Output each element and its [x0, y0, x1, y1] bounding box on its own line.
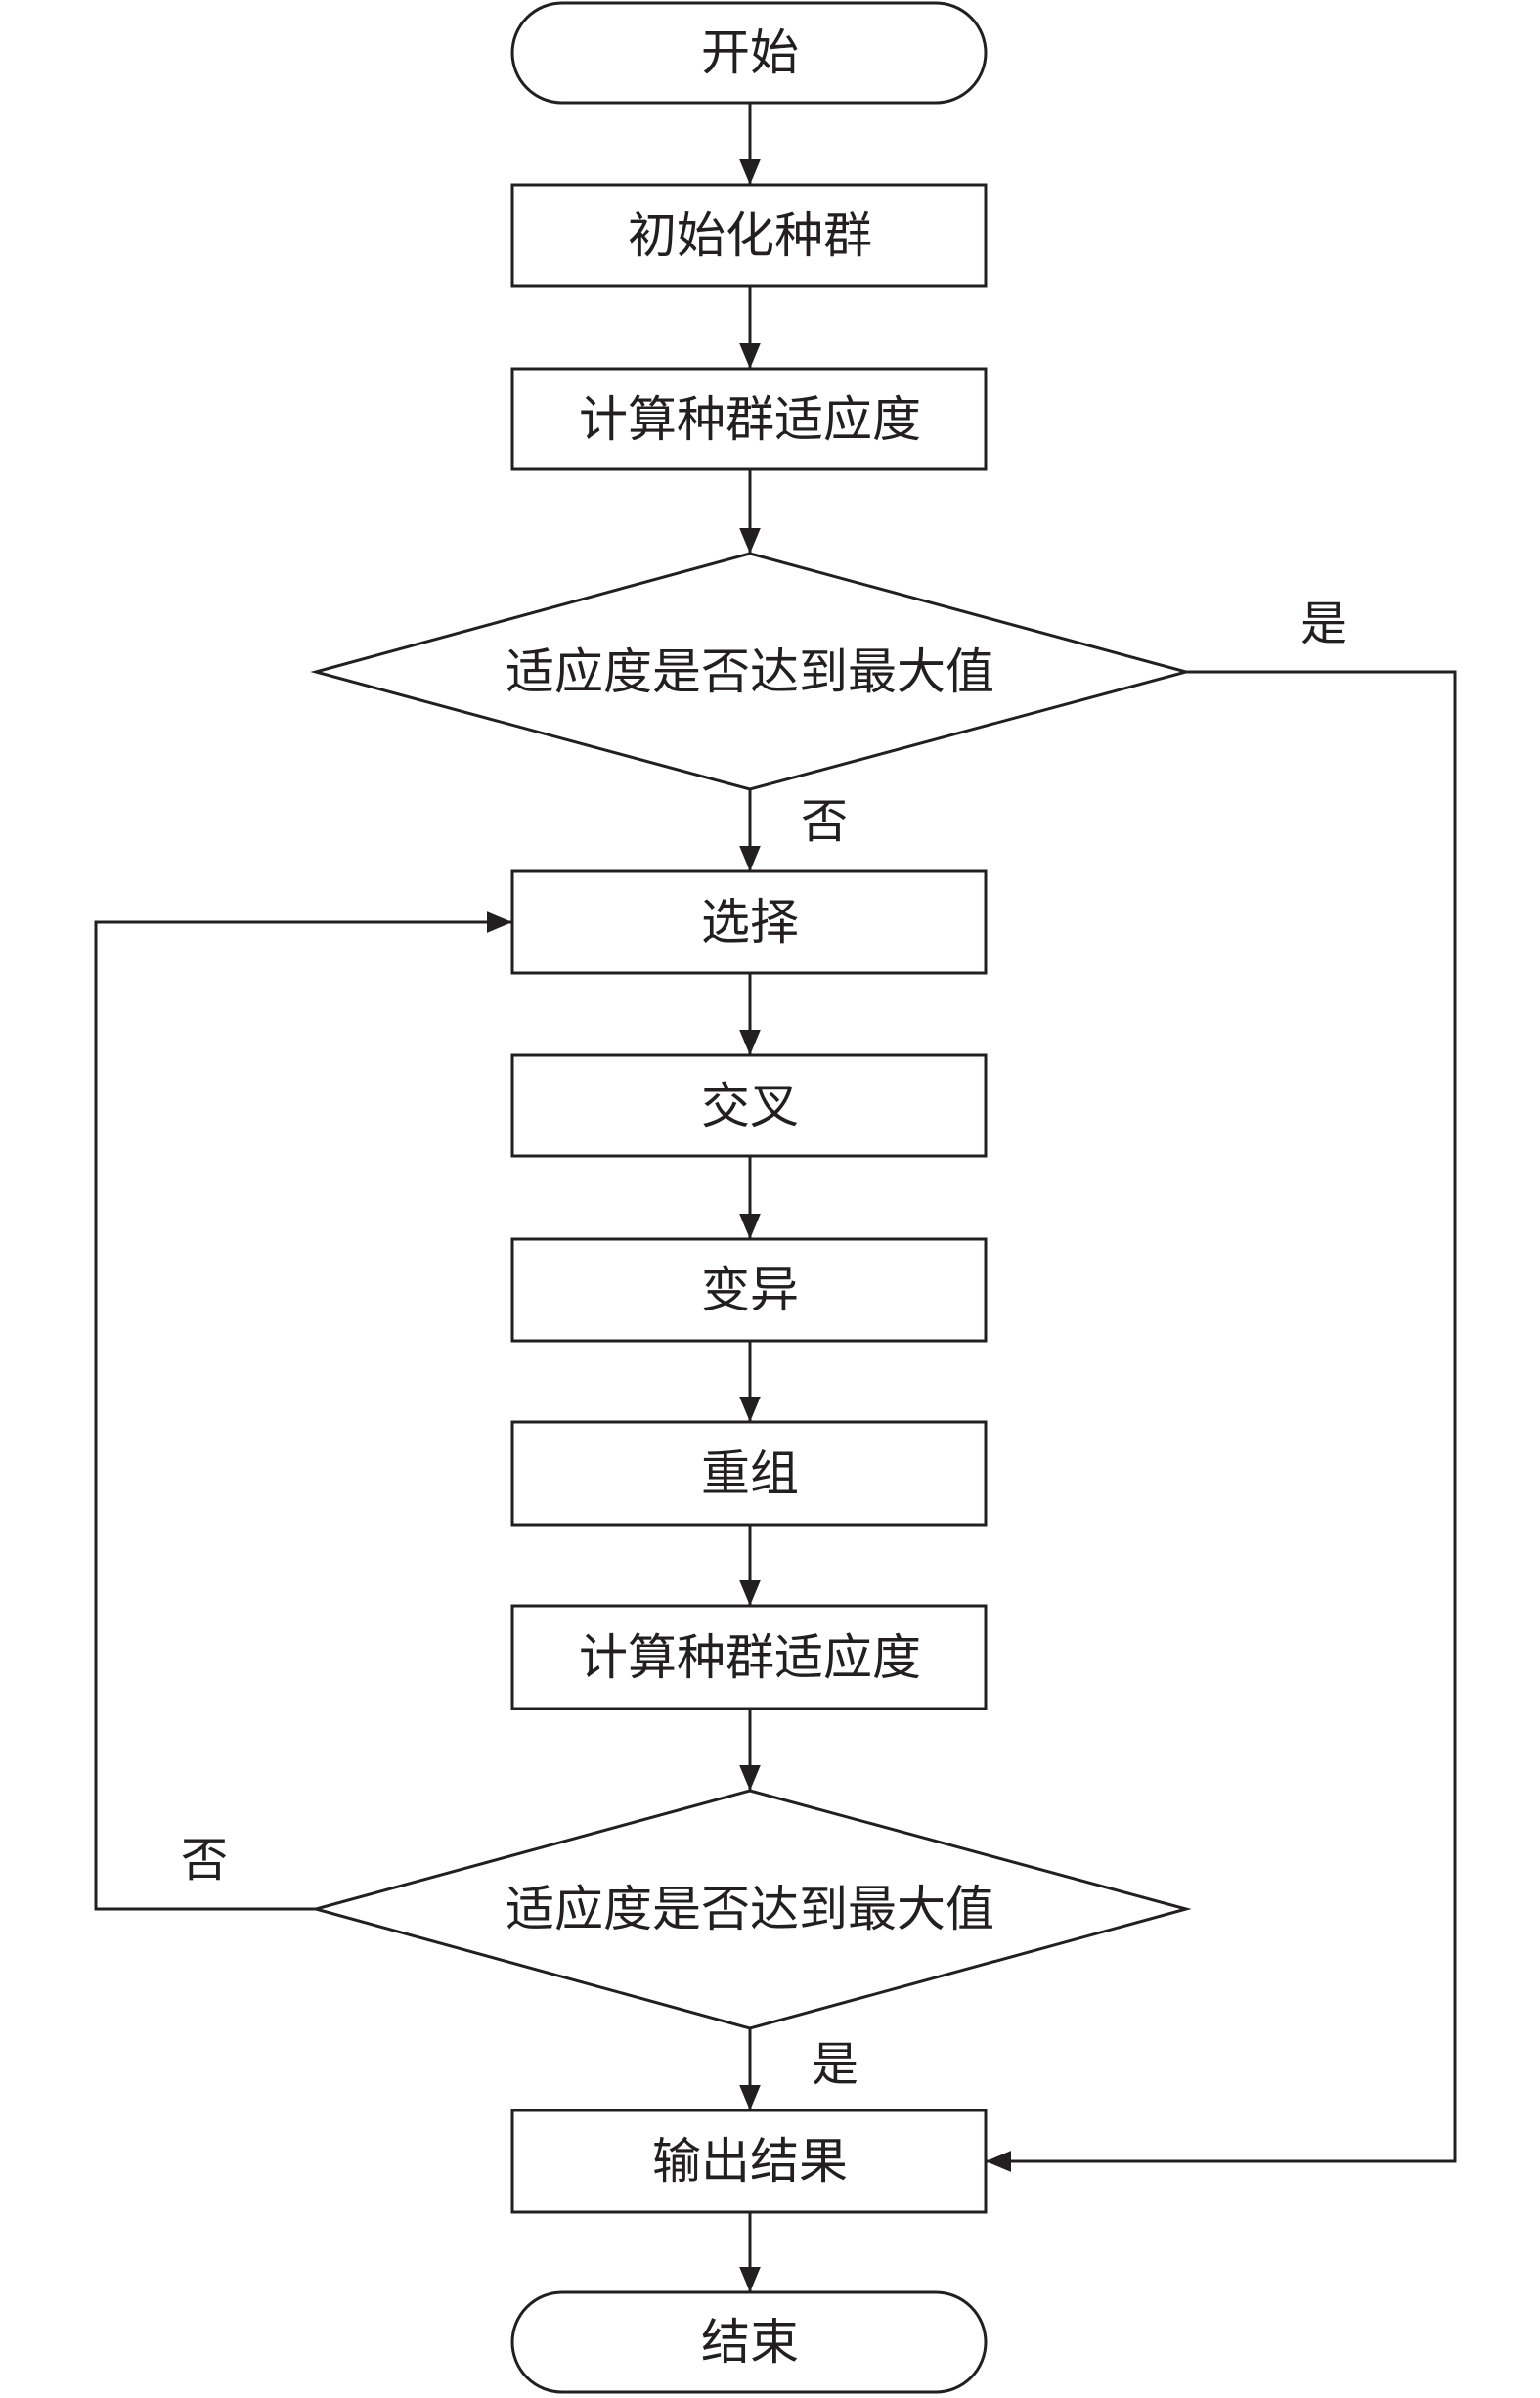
decision-1-yes-label: 是 [1300, 597, 1347, 651]
compute-fitness-label-2: 计算种群适应度 [579, 1629, 921, 1686]
decision-label-1: 适应度是否达到最大值 [506, 644, 994, 700]
decision-diamond-1: 适应度是否达到最大值 [310, 552, 1192, 791]
crossover-box: 交叉 [510, 1053, 988, 1158]
mutation-label: 变异 [701, 1262, 799, 1318]
recombination-box: 重组 [510, 1420, 988, 1527]
compute-fitness-box-1: 计算种群适应度 [510, 367, 988, 471]
end-label: 结束 [701, 2314, 799, 2371]
decision-1-no-label: 否 [801, 794, 848, 849]
decision-label-2: 适应度是否达到最大值 [506, 1881, 994, 1937]
start-terminal: 开始 [510, 1, 988, 105]
decision-2-yes-label: 是 [812, 2037, 858, 2092]
init-population-box: 初始化种群 [510, 183, 988, 288]
decision-2-no-label: 否 [181, 1833, 228, 1887]
compute-fitness-box-2: 计算种群适应度 [510, 1604, 988, 1710]
output-label: 输出结果 [652, 2133, 848, 2190]
decision-diamond-2: 适应度是否达到最大值 [310, 1789, 1192, 2030]
arrow-decision-2-no-to-selection [94, 911, 512, 1911]
selection-label: 选择 [701, 894, 799, 951]
compute-fitness-label-1: 计算种群适应度 [579, 391, 921, 448]
init-population-label: 初始化种群 [628, 207, 872, 264]
start-label: 开始 [701, 24, 799, 81]
end-terminal: 结束 [510, 2290, 988, 2394]
recombination-label: 重组 [701, 1445, 799, 1502]
selection-box: 选择 [510, 869, 988, 975]
mutation-box: 变异 [510, 1237, 988, 1343]
output-box: 输出结果 [510, 2109, 988, 2214]
arrow-decision-1-yes-to-output [986, 670, 1457, 2172]
crossover-label: 交叉 [701, 1078, 799, 1134]
